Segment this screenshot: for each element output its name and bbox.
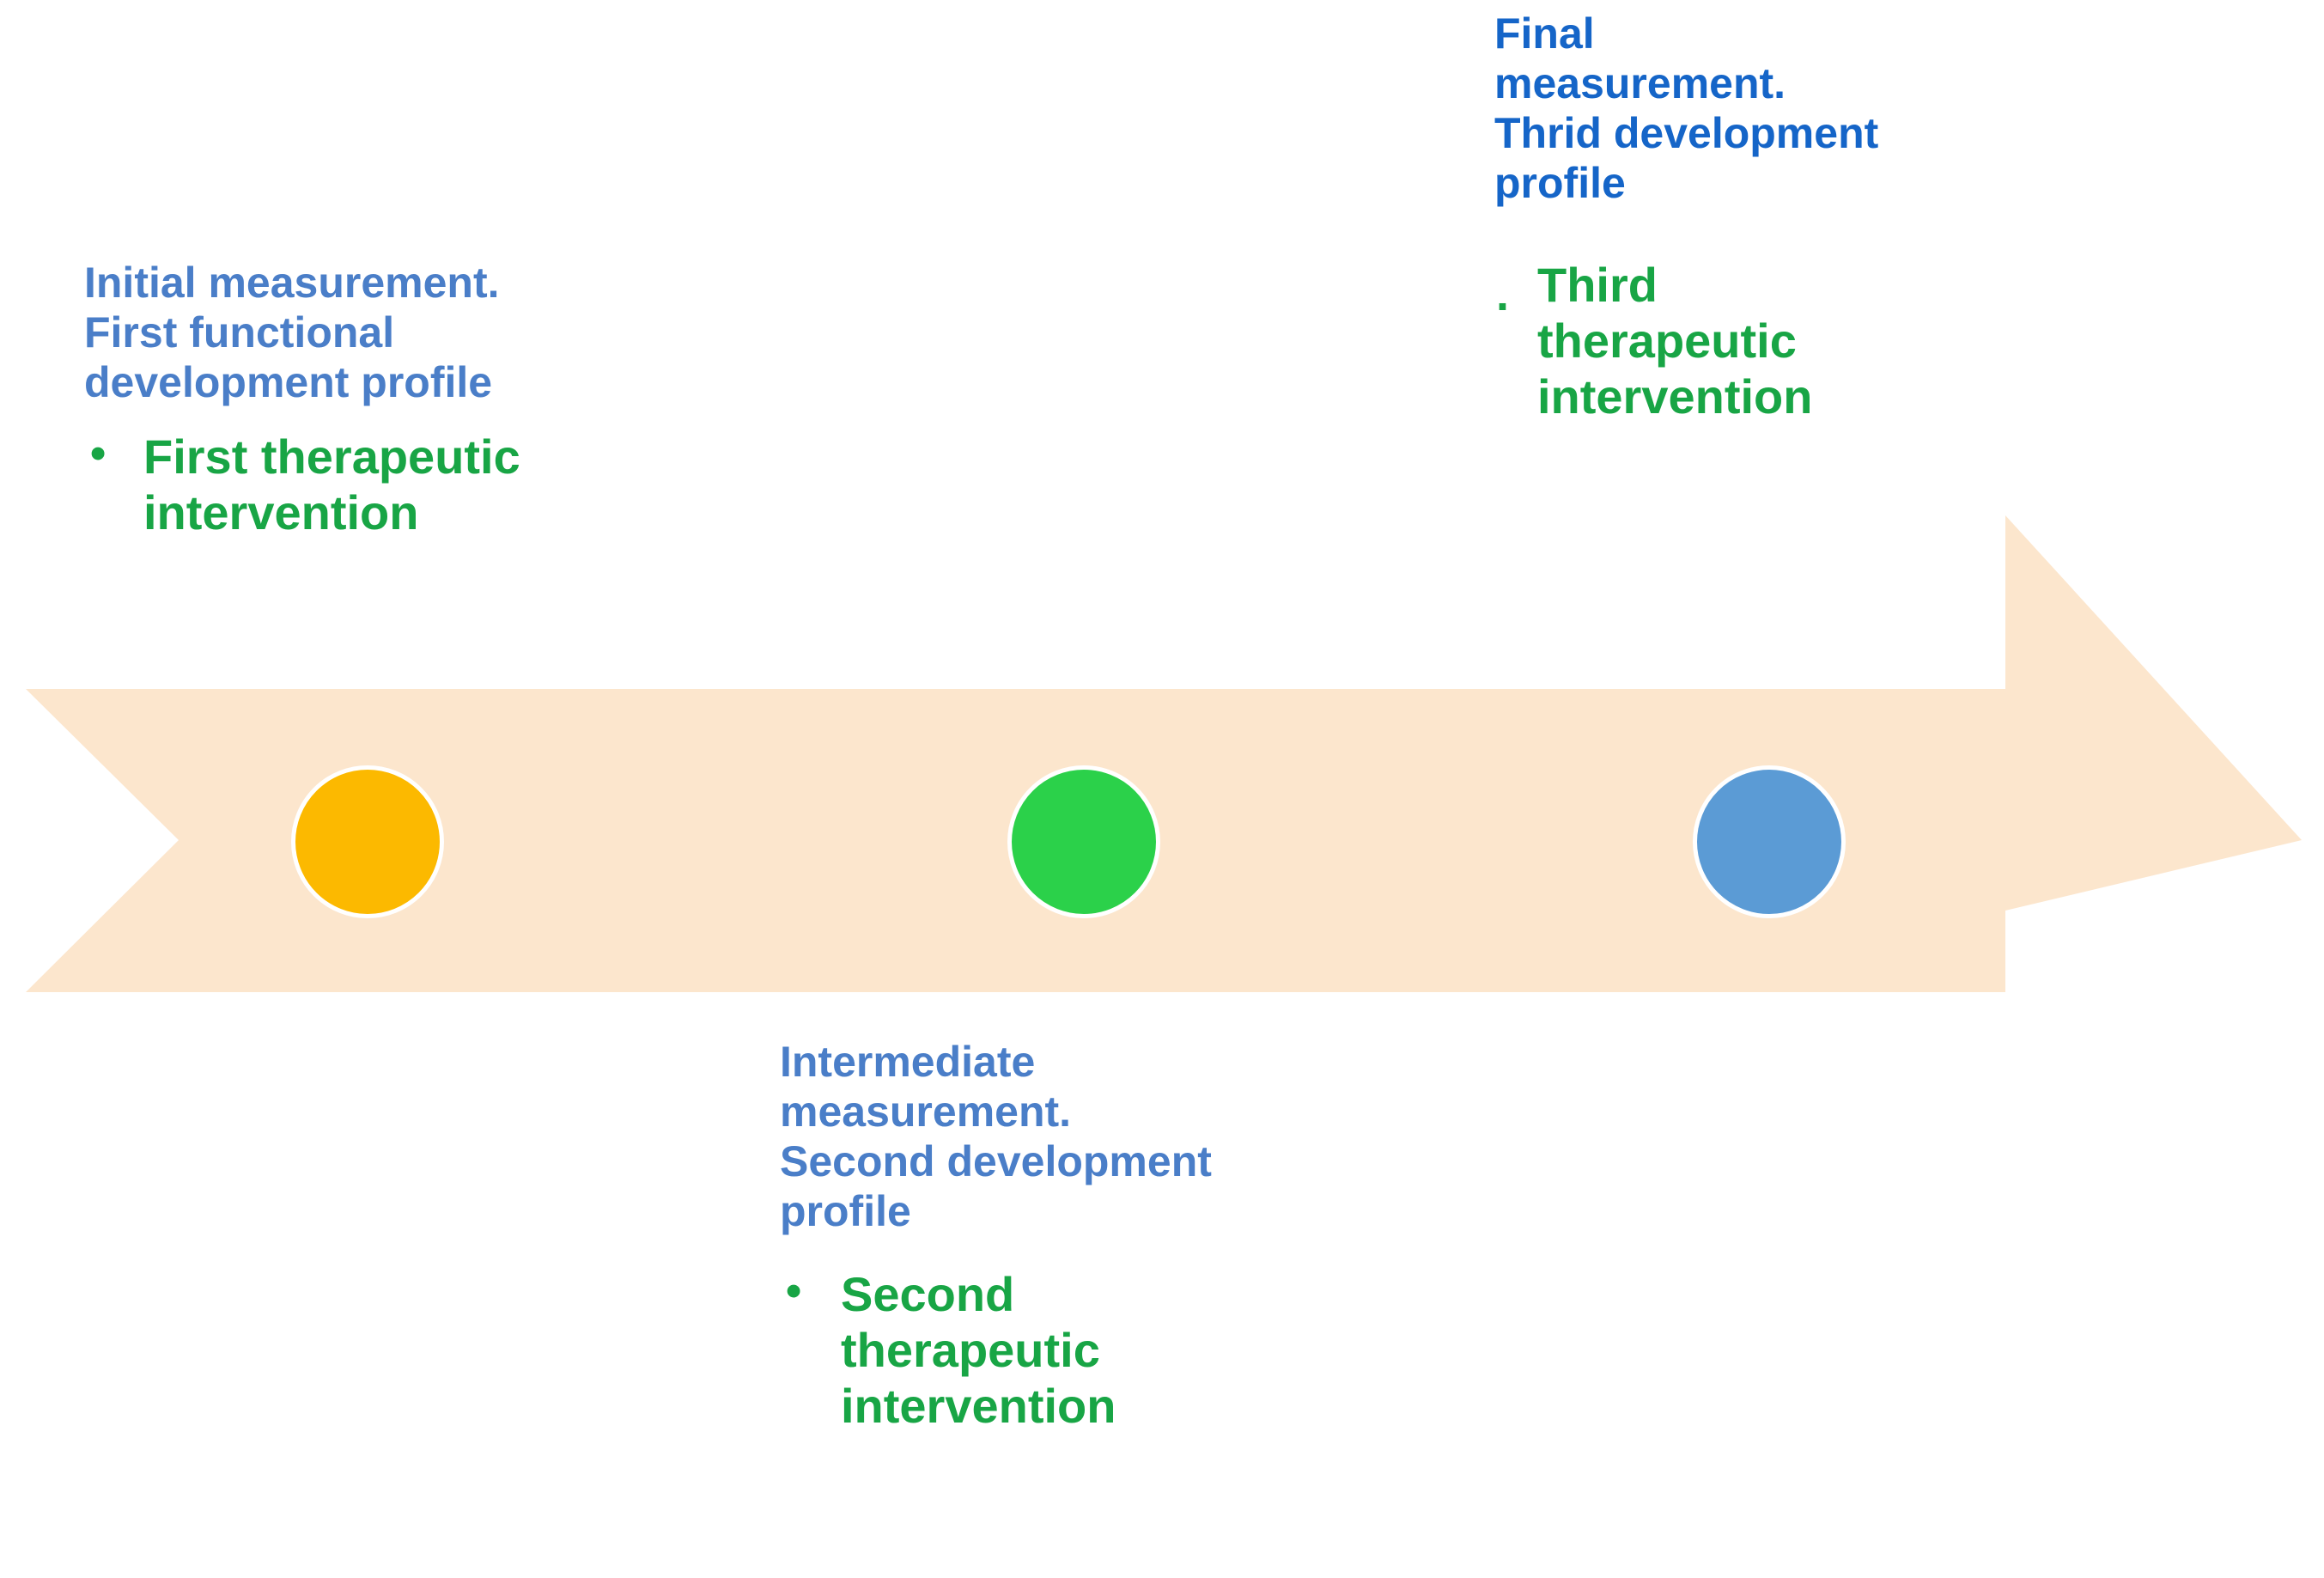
bullet-point-icon: • (786, 1266, 802, 1316)
intermediate-intervention-bullet: • Second therapeutic intervention (786, 1266, 1381, 1435)
annotation-initial-measurement: Initial measurement. First functional de… (84, 258, 685, 541)
third-milestone-marker[interactable] (1693, 765, 1846, 918)
first-milestone-marker[interactable] (291, 765, 444, 918)
annotation-final-measurement: Final measurement. Thrid development pro… (1494, 9, 2044, 425)
process-timeline-arrow (26, 515, 2302, 992)
initial-measurement-heading: Initial measurement. First functional de… (84, 259, 500, 406)
final-intervention-bullet: . Third therapeutic intervention (1496, 258, 2044, 425)
final-measurement-heading: Final measurement. Thrid development pro… (1494, 9, 1879, 207)
second-milestone-marker[interactable] (1007, 765, 1160, 918)
annotation-intermediate-measurement: Intermediate measurement. Second develop… (780, 1037, 1381, 1435)
bullet-point-icon: • (90, 429, 106, 478)
final-intervention-text: Third therapeutic intervention (1537, 258, 1813, 423)
initial-intervention-text: First therapeutic intervention (143, 430, 520, 539)
intermediate-intervention-text: Second therapeutic intervention (841, 1267, 1116, 1433)
intermediate-measurement-heading: Intermediate measurement. Second develop… (780, 1038, 1212, 1235)
bullet-point-icon: . (1496, 269, 1510, 320)
initial-intervention-bullet: • First therapeutic intervention (90, 429, 685, 541)
